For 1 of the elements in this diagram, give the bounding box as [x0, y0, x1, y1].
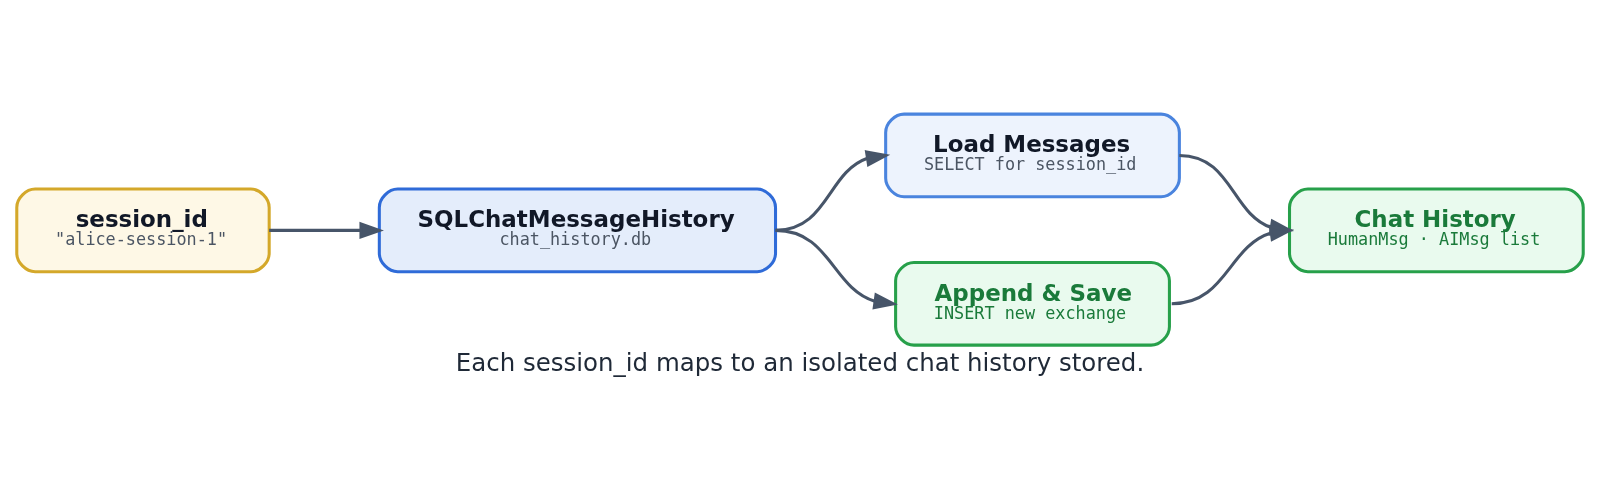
- caption: Each session_id maps to an isolated chat history stored.: [455, 347, 1145, 377]
